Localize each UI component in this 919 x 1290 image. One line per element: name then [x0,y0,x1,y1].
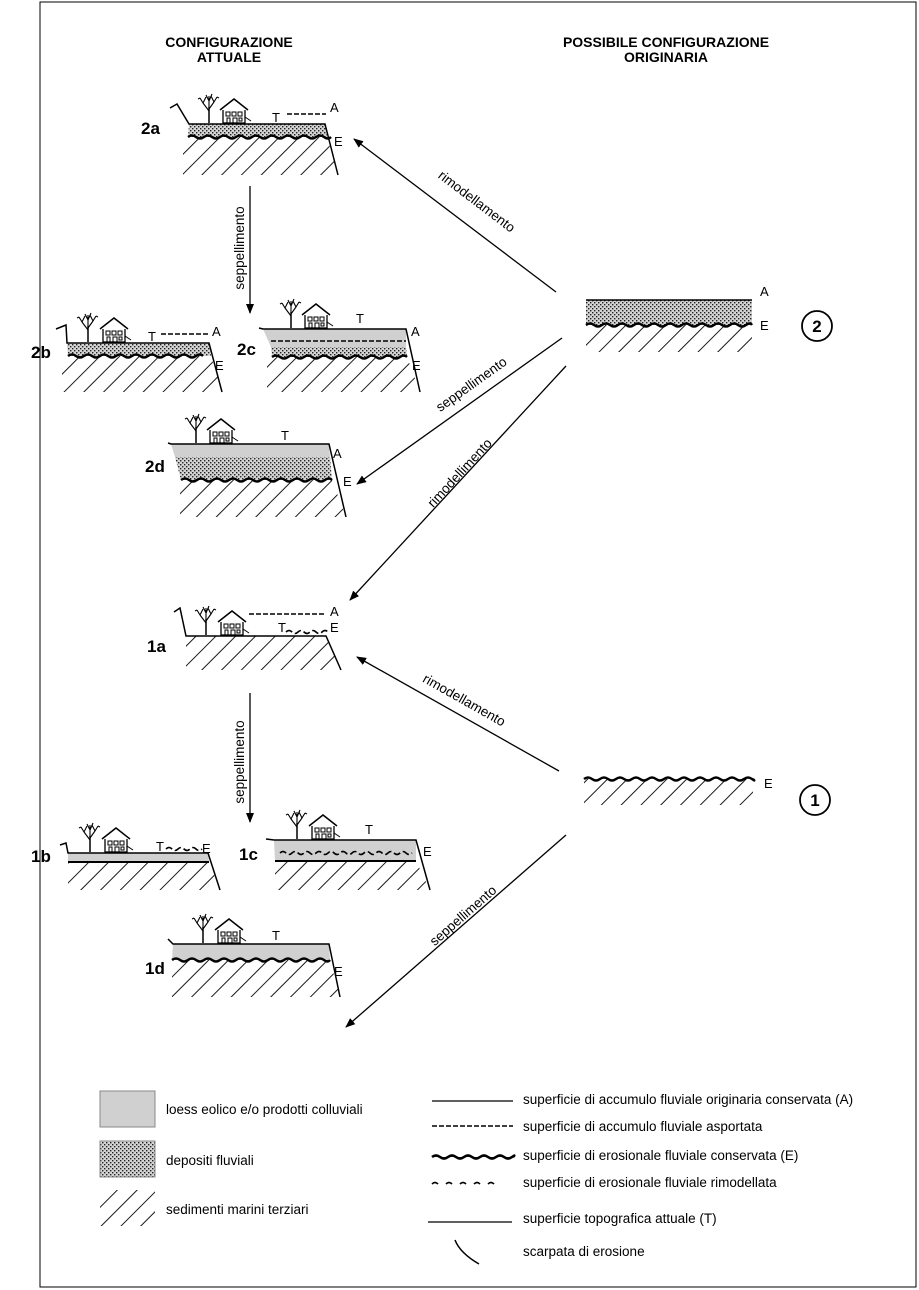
legend-text-scarpata: scarpata di erosione [523,1244,645,1259]
mark-E-2c: E [412,358,421,373]
mark-A-2b: A [212,324,221,339]
arrow-label-rimodellimento: rimodellimento [424,436,495,511]
mark-E-2d: E [343,474,352,489]
arrows [246,138,567,1028]
label-1c: 1c [239,845,258,864]
legend-text-marine: sedimenti marini terziari [166,1202,309,1217]
legend-text-erosionale-rimodellata: superficie di erosionale fluviale rimode… [523,1175,777,1190]
label-1b: 1b [31,847,51,866]
origin-1-number: 1 [810,791,819,810]
origin-2: A E 2 [585,284,833,352]
label-1d: 1d [145,959,165,978]
mark-E-1b: E [202,841,211,856]
mark-A-2c: A [411,324,420,339]
panel-1a: 1a T A E [147,604,342,671]
origin-1: E 1 [583,776,831,816]
mark-T-2b: T [148,329,156,344]
mark-T-1b: T [156,839,164,854]
header-right-line1: POSSIBILE CONFIGURAZIONE [563,34,769,50]
mark-A-origin-2: A [760,284,769,299]
panel-1c: 1c T E [239,809,432,891]
frame [39,1,917,1288]
mark-T-2d: T [281,428,289,443]
mark-E-origin-1: E [764,776,773,791]
mark-E-2a: E [334,134,343,149]
origin-2-circle [801,310,833,342]
mark-T-1c: T [365,822,373,837]
arrow-1-to-1d [345,834,567,1028]
legend-text-loess: loess eolico e/o prodotti colluviali [166,1102,363,1117]
mark-T-1d: T [272,928,280,943]
label-1a: 1a [147,637,166,656]
origin-1-circle [799,784,831,816]
mark-E-origin-2: E [760,318,769,333]
arrow-2-to-2d [356,337,563,485]
legend-line-scarpata [454,1239,480,1265]
mark-T-2c: T [356,311,364,326]
panel-2a: 2a T A E [141,93,343,176]
arrow-label-seppellimento-2d: seppellimento [433,354,510,415]
label-2d: 2d [145,457,165,476]
panel-1d: 1d T E [145,913,343,998]
legend-text-fluvial: depositi fluviali [166,1153,254,1168]
mark-A-2d: A [333,446,342,461]
label-2c: 2c [237,340,256,359]
arrow-2-to-1a [349,365,567,601]
arrow-2-to-2a [353,138,557,293]
legend-swatch-fluvial [99,1140,156,1178]
arrow-1-to-1a [356,656,560,772]
mark-A-2a: A [330,100,339,115]
legend: loess eolico e/o prodotti colluviali dep… [99,1090,853,1265]
arrow-label-seppellimento-2a: seppellimento [232,206,247,289]
mark-E-1d: E [334,964,343,979]
legend-line-erosionale-rimodellata [431,1181,495,1185]
mark-E-1c: E [423,844,432,859]
header-right-line2: ORIGINARIA [624,49,708,65]
label-2a: 2a [141,119,160,138]
panel-2d: 2d T A E [145,413,352,518]
panel-1b: 1b T E [31,822,221,891]
header-left-line1: CONFIGURAZIONE [165,34,293,50]
panel-2b: 2b T A E [31,312,224,393]
legend-text-accumulo-conservata: superficie di accumulo fluviale originar… [523,1092,853,1107]
origin-2-number: 2 [812,317,821,336]
legend-text-accumulo-asportata: superficie di accumulo fluviale asportat… [523,1119,763,1134]
mark-T-2a: T [272,110,280,125]
legend-text-topografica: superficie topografica attuale (T) [523,1211,717,1226]
legend-line-erosionale-conservata [431,1154,516,1160]
arrow-label-seppellimento-1a: seppellimento [232,720,247,803]
arrow-label-seppellimento-1d: seppellimento [427,883,500,949]
panel-2c: 2c T A E [237,298,421,393]
mark-T-1a: T [278,620,286,635]
mark-A-1a: A [330,604,339,619]
arrow-label-rimodellamento-top: rimodellamento [435,168,518,236]
legend-swatch-loess [99,1090,156,1128]
header-left-line2: ATTUALE [197,49,261,65]
label-2b: 2b [31,343,51,362]
mark-E-1a: E [330,620,339,635]
mark-E-2b: E [215,358,224,373]
legend-swatch-marine [100,1190,155,1226]
legend-text-erosionale-conservata: superficie di erosionale fluviale conser… [523,1148,798,1163]
